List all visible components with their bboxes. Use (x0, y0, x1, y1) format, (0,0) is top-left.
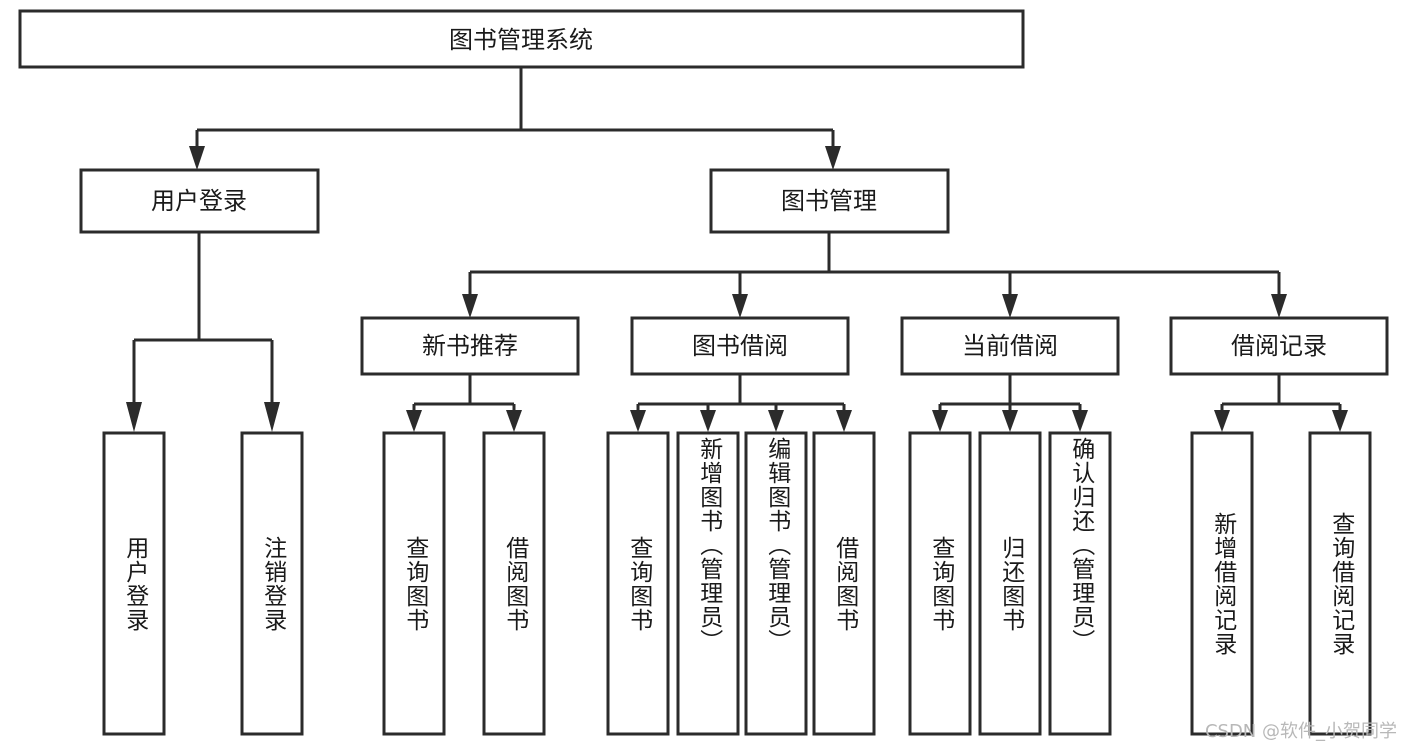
book-management-box[interactable] (709, 168, 950, 234)
leaf-box-borrow-book-bb[interactable] (812, 431, 876, 736)
arrow-to-book-borrow (732, 294, 748, 318)
node-current-borrow[interactable]: 当前借阅 (900, 316, 1120, 376)
node-root[interactable]: 图书管理系统 (18, 9, 1025, 69)
arrow-new-book-leaf-2 (506, 410, 522, 432)
leaf-box-query-book-nb[interactable] (382, 431, 446, 736)
arrow-to-user-login (189, 146, 205, 170)
leaf-box-add-record[interactable] (1190, 431, 1254, 736)
node-user-login[interactable]: 用户登录 (79, 168, 320, 234)
leaf-box-edit-book[interactable] (744, 431, 808, 736)
node-book-management[interactable]: 图书管理 (709, 168, 950, 234)
leaf-box-confirm-return[interactable] (1048, 431, 1112, 736)
connector-borrow-record-to-leaves (1214, 374, 1348, 432)
arrow-to-current-borrow (1002, 294, 1018, 318)
connector-root-to-level2 (189, 67, 841, 170)
leaf-box-user-login[interactable] (102, 431, 166, 736)
leaf-box-return-book[interactable] (978, 431, 1042, 736)
leaf-box-add-book[interactable] (676, 431, 740, 736)
arrow-book-borrow-leaf-3 (768, 410, 784, 432)
node-new-book-recommend[interactable]: 新书推荐 (360, 316, 580, 376)
leaf-box-logout[interactable] (240, 431, 304, 736)
arrow-to-book-mgmt (825, 146, 841, 170)
arrow-book-borrow-leaf-1 (630, 410, 646, 432)
leaf-box-query-book-bb[interactable] (606, 431, 670, 736)
root-label: 图书管理系统 (449, 26, 593, 54)
connector-book-borrow-to-leaves (630, 374, 852, 432)
node-book-borrow[interactable]: 图书借阅 (630, 316, 850, 376)
csdn-watermark: CSDN @软件_小贺同学 (1204, 721, 1397, 742)
connector-book-mgmt-to-level3 (462, 232, 1287, 318)
arrow-book-borrow-leaf-4 (836, 410, 852, 432)
user-login-label: 用户登录 (151, 187, 247, 215)
current-borrow-box[interactable] (900, 316, 1120, 376)
node-borrow-record[interactable]: 借阅记录 (1169, 316, 1389, 376)
leaf-boxes (102, 431, 1372, 736)
leaf-box-query-book-cb[interactable] (908, 431, 972, 736)
new-book-recommend-label: 新书推荐 (422, 332, 518, 360)
book-management-label: 图书管理 (781, 187, 877, 215)
arrow-new-book-leaf-1 (406, 410, 422, 432)
arrow-current-borrow-leaf-2 (1002, 410, 1018, 432)
borrow-record-label: 借阅记录 (1231, 332, 1327, 360)
arrow-current-borrow-leaf-1 (932, 410, 948, 432)
connector-new-book-to-leaves (406, 374, 522, 432)
arrow-to-borrow-record (1271, 294, 1287, 318)
current-borrow-label: 当前借阅 (962, 332, 1058, 360)
new-book-recommend-box[interactable] (360, 316, 580, 376)
arrow-borrow-record-leaf-2 (1332, 410, 1348, 432)
borrow-record-box[interactable] (1169, 316, 1389, 376)
arrow-borrow-record-leaf-1 (1214, 410, 1230, 432)
arrow-current-borrow-leaf-3 (1072, 410, 1088, 432)
connector-user-login-to-leaves (126, 232, 280, 432)
root-box[interactable] (18, 9, 1025, 69)
arrow-book-borrow-leaf-2 (700, 410, 716, 432)
book-borrow-label: 图书借阅 (692, 332, 788, 360)
arrow-to-logout-leaf (264, 402, 280, 432)
arrow-to-user-login-leaf (126, 402, 142, 432)
leaf-box-query-record[interactable] (1308, 431, 1372, 736)
arrow-to-new-book (462, 294, 478, 318)
leaf-box-borrow-book-nb[interactable] (482, 431, 546, 736)
book-borrow-box[interactable] (630, 316, 850, 376)
connector-current-borrow-to-leaves (932, 374, 1088, 432)
